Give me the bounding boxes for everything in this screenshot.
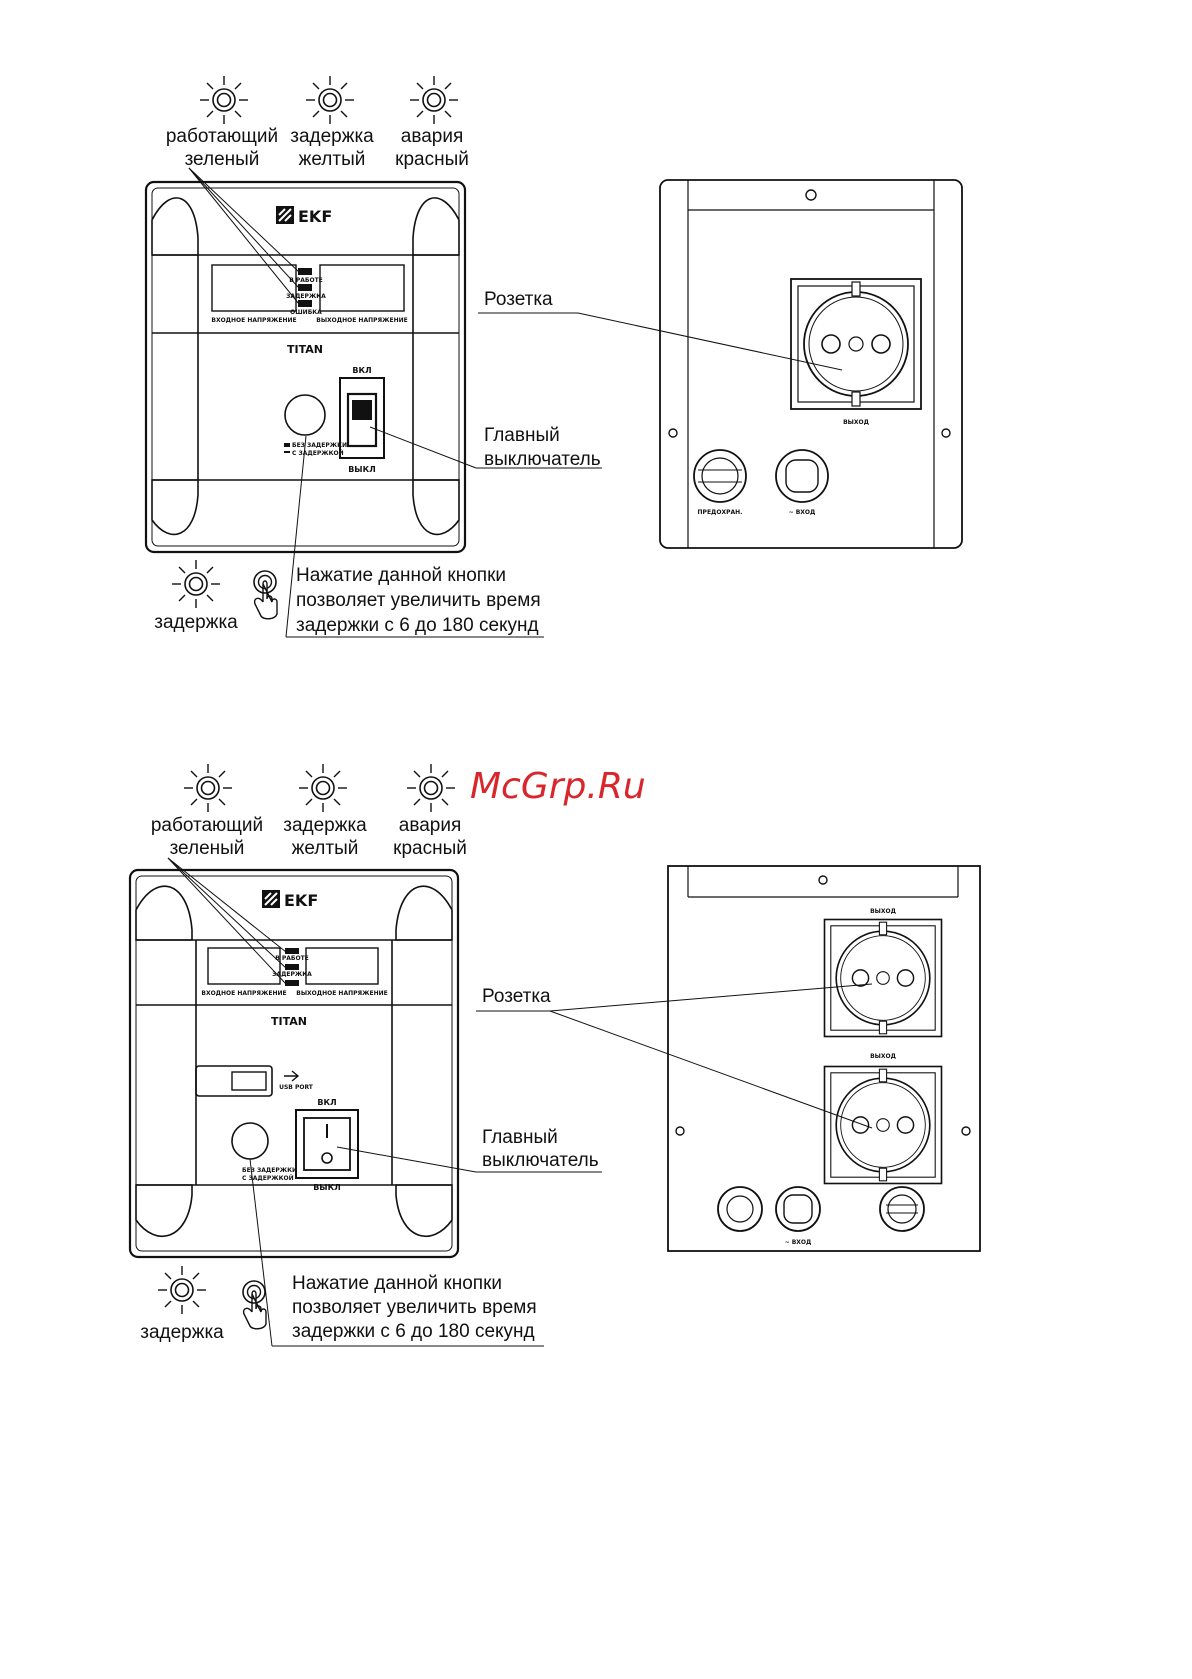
model-label: TITAN <box>287 343 323 356</box>
switch-on-label-2: ВКЛ <box>317 1098 336 1107</box>
rear-output-label-2a: ВЫХОД <box>870 908 896 915</box>
input-label: ~ ВХОД <box>789 509 816 516</box>
rear-panel-bottom: ВЫХОД ВЫХОД ~ ВХОД <box>667 865 981 1252</box>
led-working-panel-label: В РАБОТЕ <box>289 277 323 284</box>
brand-label-2: EKF <box>284 891 318 910</box>
button-note-top-1: Нажатие данной кнопки <box>296 565 506 586</box>
fuse-holder <box>693 449 747 503</box>
led-alarm-name-2: авария <box>399 815 461 836</box>
switch-on-label: ВКЛ <box>352 366 371 375</box>
rear-round-port <box>717 1186 763 1232</box>
led-delay-color: желтый <box>299 149 366 170</box>
led-delay-name-2: задержка <box>283 815 367 836</box>
rear-socket-icon-2b <box>823 1065 943 1185</box>
button-note-bottom-3: задержки с 6 до 180 секунд <box>292 1321 535 1342</box>
usb-port[interactable] <box>195 1065 273 1097</box>
output-voltage-display-2 <box>305 947 379 985</box>
main-switch-callout-2-2: выключатель <box>482 1150 599 1171</box>
top-diagram: работающий зеленый задержка желтый авари… <box>144 75 963 638</box>
main-switch-callout-1: выключатель <box>484 449 601 470</box>
rear-output-label: ВЫХОД <box>843 419 869 426</box>
fuse-label: ПРЕДОХРАН. <box>698 509 743 516</box>
no-delay-label: БЕЗ ЗАДЕРЖКИ <box>292 442 347 449</box>
front-panel-top: EKF ВХОДНОЕ НАПРЯЖЕНИЕ ВЫХОДНОЕ НАПРЯЖЕН… <box>144 180 467 554</box>
led-error-panel-label: ОШИБКА <box>290 309 322 316</box>
led-alarm-icon-2 <box>406 763 456 813</box>
bottom-diagram: работающий зеленый задержка желтый авари… <box>128 763 981 1347</box>
output-voltage-display <box>319 264 405 312</box>
button-note-bottom-2: позволяет увеличить время <box>292 1297 537 1318</box>
delay-led-icon <box>171 559 221 609</box>
led-delay-panel-label: ЗАДЕРЖКА <box>286 293 326 300</box>
led-working-name-2: работающий <box>151 815 263 836</box>
brand-label: EKF <box>298 207 332 226</box>
input-voltage-label: ВХОДНОЕ НАПРЯЖЕНИЕ <box>211 317 296 324</box>
rear-socket-icon-2a <box>823 918 943 1038</box>
output-voltage-label-2: ВЫХОДНОЕ НАПРЯЖЕНИЕ <box>296 990 387 997</box>
led-working-color-2: зеленый <box>170 838 245 859</box>
watermark: McGrp.Ru <box>470 766 646 807</box>
led-alarm-color: красный <box>395 149 469 170</box>
switch-off-label-2: ВЫКЛ <box>313 1183 341 1192</box>
led-working-name: работающий <box>166 126 278 147</box>
fuse-holder-2 <box>879 1186 925 1232</box>
led-working-icon-2 <box>183 763 233 813</box>
usb-icon <box>284 1070 300 1082</box>
socket-callout-bottom: Розетка <box>482 986 551 1007</box>
input-label-2: ~ ВХОД <box>785 1239 812 1246</box>
led-delay-icon-2 <box>298 763 348 813</box>
led-alarm-icon <box>409 75 459 125</box>
led-working-color: зеленый <box>185 149 260 170</box>
rear-socket-icon <box>790 278 922 410</box>
led-alarm-color-2: красный <box>393 838 467 859</box>
press-button-icon <box>253 570 278 620</box>
input-voltage-display <box>211 264 297 312</box>
input-voltage-label-2: ВХОДНОЕ НАПРЯЖЕНИЕ <box>201 990 286 997</box>
usb-label: USB PORT <box>279 1084 314 1091</box>
model-label-2: TITAN <box>271 1015 307 1028</box>
led-delay-name: задержка <box>290 126 374 147</box>
ekf-logo-icon-2 <box>261 889 281 909</box>
input-cable-gland <box>775 449 829 503</box>
led-delay-color-2: желтый <box>292 838 359 859</box>
with-delay-label-2: С ЗАДЕРЖКОЙ <box>242 1174 294 1182</box>
delay-label-bottom: задержка <box>140 1322 224 1343</box>
with-delay-label: С ЗАДЕРЖКОЙ <box>292 449 344 457</box>
led-alarm-name: авария <box>401 126 463 147</box>
input-voltage-display-2 <box>207 947 281 985</box>
delay-button[interactable] <box>284 394 326 436</box>
main-switch-2[interactable] <box>295 1109 359 1179</box>
ekf-logo-icon <box>275 205 295 225</box>
main-switch-callout-2: Главный <box>484 425 560 446</box>
switch-off-label: ВЫКЛ <box>348 465 376 474</box>
input-cable-gland-2 <box>775 1186 821 1232</box>
socket-callout-top: Розетка <box>484 289 553 310</box>
led-working-icon <box>199 75 249 125</box>
button-note-bottom-1: Нажатие данной кнопки <box>292 1273 502 1294</box>
rear-output-label-2b: ВЫХОД <box>870 1053 896 1060</box>
button-note-top-2: позволяет увеличить время <box>296 590 541 611</box>
front-panel-bottom: EKF ВХОДНОЕ НАПРЯЖЕНИЕ ВЫХОДНОЕ НАПРЯЖЕН… <box>128 868 460 1259</box>
led-delay-icon <box>305 75 355 125</box>
led-working-panel-label-2: В РАБОТЕ <box>275 955 309 962</box>
led-delay-panel-label-2: ЗАДЕРЖКА <box>272 971 312 978</box>
delay-button-2[interactable] <box>231 1122 269 1160</box>
delay-label-top: задержка <box>154 612 238 633</box>
main-switch-callout-2-1: Главный <box>482 1127 558 1148</box>
rear-panel-top: ВЫХОД ПРЕДОХРАН. ~ ВХОД <box>659 179 963 549</box>
main-switch[interactable] <box>339 377 385 459</box>
delay-led-icon-2 <box>157 1265 207 1315</box>
button-note-top-3: задержки с 6 до 180 секунд <box>296 615 539 636</box>
output-voltage-label: ВЫХОДНОЕ НАПРЯЖЕНИЕ <box>316 317 407 324</box>
no-delay-label-2: БЕЗ ЗАДЕРЖКИ <box>242 1167 297 1174</box>
press-button-icon-2 <box>242 1280 267 1330</box>
